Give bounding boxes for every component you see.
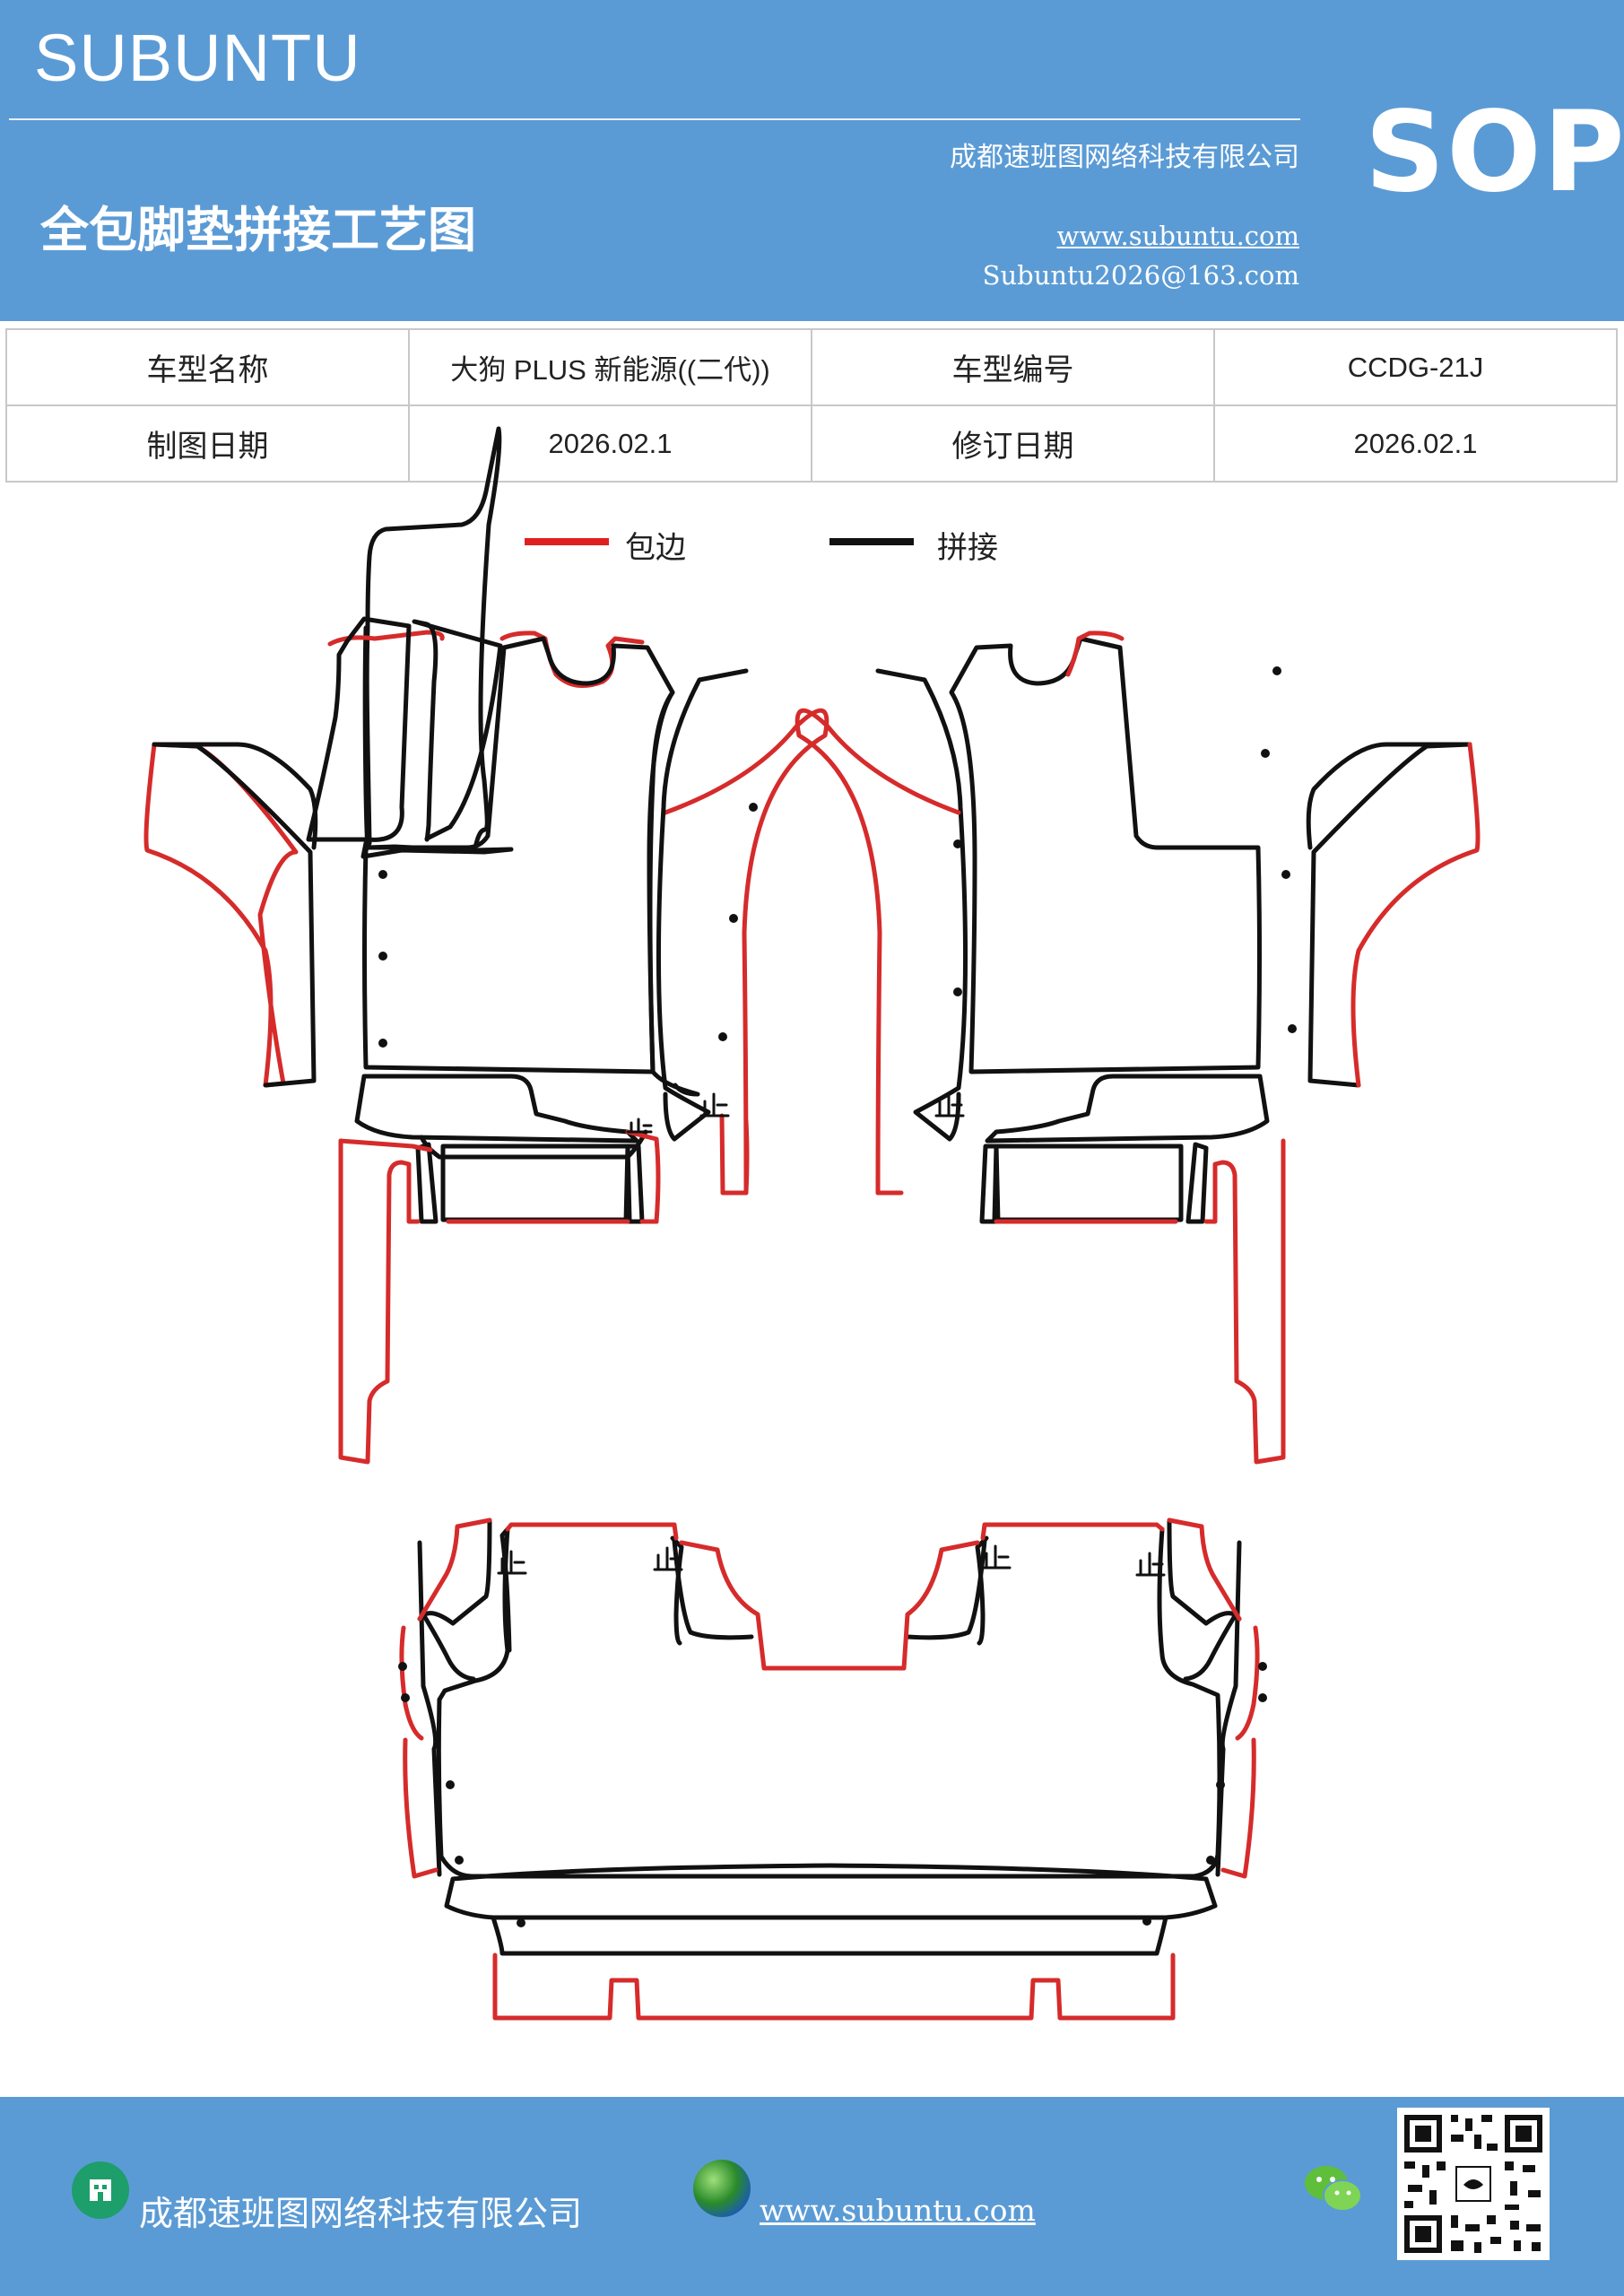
rear-set: [399, 1518, 1260, 2021]
mat-piece: [362, 636, 675, 1074]
mat-piece: [623, 1144, 645, 1224]
globe-icon: [693, 2160, 751, 2217]
mat-piece: [1183, 1612, 1238, 1682]
mat-piece: [980, 1522, 1165, 1541]
mat-piece: [1215, 1540, 1242, 1877]
mat-piece: [338, 1138, 433, 1152]
mat-piece: [492, 1952, 1176, 2021]
footer-website-link[interactable]: www.subuntu.com: [760, 2193, 1036, 2228]
mat-piece: [505, 1522, 679, 1541]
mat-piece: [1306, 742, 1472, 850]
stop-mark: [934, 1092, 965, 1118]
mat-piece: [1235, 1625, 1260, 1741]
mat-piece: [656, 668, 749, 1142]
front-right-set: [795, 631, 1481, 1465]
wechat-icon[interactable]: [1302, 2161, 1365, 2217]
mat-piece: [499, 1526, 512, 1653]
stop-mark: [699, 1092, 730, 1118]
label-revise-date: 修订日期: [811, 404, 1215, 483]
mat-piece: [625, 1129, 661, 1224]
brand-name: SUBUNTU: [34, 21, 361, 95]
building-icon: [72, 2161, 129, 2219]
mat-piece: [354, 1074, 639, 1144]
email-address: Subuntu2026@163.com: [982, 260, 1299, 291]
value-revise-date: 2026.02.1: [1213, 404, 1618, 483]
legend-seam-label: 拼接: [937, 530, 998, 566]
legend-seam-swatch: [829, 538, 914, 545]
front-left-edges: [338, 1113, 750, 1465]
mat-piece: [663, 708, 829, 1196]
mat-piece: [719, 1113, 725, 1196]
stop-mark: [981, 1544, 1012, 1570]
value-model-code: CCDG-21J: [1213, 328, 1618, 406]
mat-piece: [979, 1144, 1001, 1224]
legend-edge-swatch: [525, 538, 609, 545]
mat-piece: [672, 1538, 754, 1640]
mat-piece: [338, 1138, 421, 1465]
company-name: 成都速班图网络科技有限公司: [950, 142, 1299, 173]
mat-piece: [363, 426, 502, 853]
mat-piece: [417, 1540, 442, 1877]
mat-piece: [444, 1863, 1218, 1920]
stop-marks: [497, 1092, 1166, 1577]
mat-piece: [1167, 1518, 1242, 1626]
mat-piece: [306, 616, 412, 842]
mat-piece: [949, 636, 1262, 1074]
value-model-name: 大狗 PLUS 新能源((二代)): [408, 328, 812, 406]
qr-code: [1397, 2108, 1550, 2260]
label-model-code: 车型编号: [811, 328, 1215, 406]
mat-piece: [437, 1526, 510, 1702]
table-row: 车型名称 大狗 PLUS 新能源((二代)) 车型编号 CCDG-21J: [5, 328, 1618, 406]
mat-piece: [1167, 1518, 1242, 1622]
legend-edge-label: 包边: [625, 530, 686, 566]
mat-piece: [1203, 1138, 1286, 1465]
website-link[interactable]: www.subuntu.com: [1056, 221, 1299, 251]
sop-badge: SOP: [1365, 88, 1624, 217]
mat-piece: [1185, 1142, 1209, 1224]
mat-piece: [327, 630, 445, 647]
mat-piece: [1065, 631, 1125, 677]
mat-piece: [720, 1118, 750, 1196]
mat-piece: [415, 1142, 439, 1224]
table-row: 制图日期 2026.02.1 修订日期 2026.02.1: [5, 404, 1618, 483]
mat-piece: [905, 1538, 987, 1640]
footer-company: 成都速班图网络科技有限公司: [139, 2194, 583, 2233]
mat-drawing: [143, 426, 1481, 2021]
stop-mark: [497, 1550, 527, 1575]
hole-dots: [378, 666, 1297, 1927]
mat-piece: [143, 742, 299, 1088]
header-divider: [9, 118, 1300, 120]
mat-piece: [417, 1518, 492, 1622]
mat-piece: [399, 1625, 424, 1741]
mat-piece: [1307, 742, 1472, 1088]
mat-piece: [1220, 1737, 1256, 1879]
mat-piece: [436, 1526, 1222, 1879]
info-table: 车型名称 大狗 PLUS 新能源((二代)) 车型编号 CCDG-21J 制图日…: [5, 328, 1618, 483]
mat-piece: [679, 1540, 980, 1671]
mat-piece: [152, 742, 317, 1088]
stop-mark: [1135, 1552, 1166, 1577]
stop-mark: [653, 1546, 683, 1571]
label-model-name: 车型名称: [5, 328, 410, 406]
mat-piece: [491, 1915, 1168, 1956]
front-left-outlines: [152, 616, 749, 1224]
mat-piece: [403, 1737, 439, 1879]
label-draw-date: 制图日期: [5, 404, 410, 483]
mat-piece: [875, 668, 968, 1142]
mat-piece: [992, 1144, 1184, 1222]
mat-piece: [975, 1535, 989, 1646]
mat-piece: [412, 619, 503, 842]
value-draw-date: 2026.02.1: [408, 404, 812, 483]
mat-piece: [152, 742, 318, 850]
mat-piece: [417, 1518, 492, 1626]
stop-mark: [626, 1118, 653, 1134]
header-banner: SUBUNTU 成都速班图网络科技有限公司 全包脚垫拼接工艺图 www.subu…: [0, 0, 1624, 321]
page-title: 全包脚垫拼接工艺图: [40, 201, 476, 258]
mat-piece: [795, 708, 961, 1196]
mat-piece: [1350, 742, 1481, 1088]
mat-piece: [985, 1074, 1270, 1144]
mat-piece: [421, 1612, 476, 1682]
mat-piece: [647, 690, 700, 1097]
